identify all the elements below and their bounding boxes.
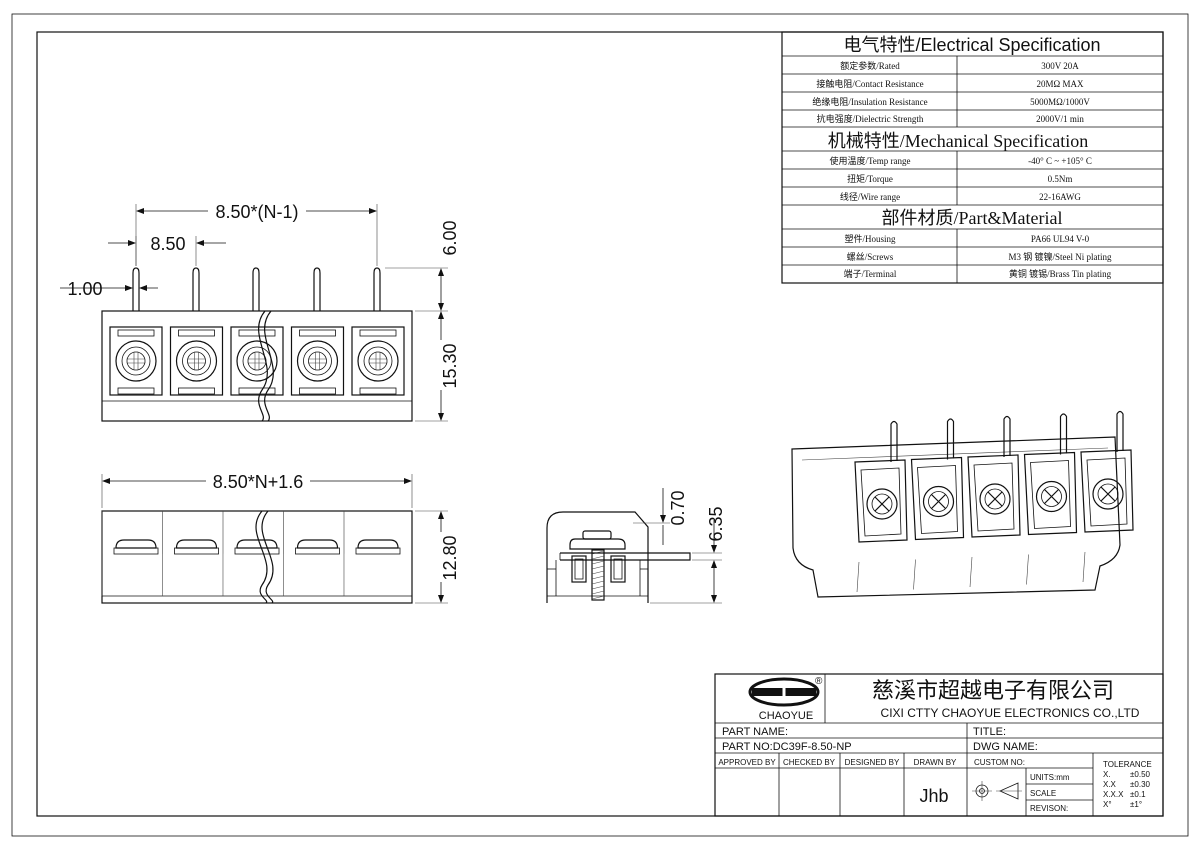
front-terminal-cell <box>351 326 405 396</box>
spec-value-insulation-resistance: 5000MΩ/1000V <box>1030 97 1090 107</box>
tolerance-value-2: ±0.1 <box>1130 790 1146 799</box>
tolerance-value-3: ±1° <box>1130 800 1142 809</box>
iso-screw-icon <box>1092 478 1124 510</box>
spec-value-contact-resistance: 20MΩ MAX <box>1037 79 1084 89</box>
dim-body-height: 15.30 <box>440 343 460 388</box>
units-label: UNITS:mm <box>1030 773 1070 782</box>
iso-screw-icon <box>866 488 898 520</box>
front-terminal-cell <box>230 326 284 396</box>
dim-pin-length: 6.00 <box>440 220 460 255</box>
custom-no-label: CUSTOM NO: <box>974 758 1025 767</box>
dim-overall-length: 8.50*N+1.6 <box>213 472 304 492</box>
bottom-terminal-cell <box>283 510 340 597</box>
scale-label: SCALE <box>1030 789 1056 798</box>
revision-label: REVISON: <box>1030 804 1068 813</box>
spec-label-housing: 塑件/Housing <box>844 233 896 244</box>
front-terminal-cell <box>109 326 163 396</box>
front-view: 8.50*(N-1) 8.50 1.00 6.00 15.30 <box>60 201 460 422</box>
dim-side-b: 6.35 <box>706 506 726 541</box>
tolerance-key-1: X.X <box>1103 780 1117 789</box>
iso-terminal-cell <box>854 420 908 593</box>
logo-registered-mark: ® <box>815 676 823 687</box>
dwg-name-label: DWG NAME: <box>973 741 1038 753</box>
spec-value-temp-range: -40° C ~ +105° C <box>1028 156 1092 166</box>
isometric-view <box>791 410 1134 598</box>
projection-symbol-icon <box>972 781 1022 801</box>
side-section-view: 0.70 6.35 <box>546 488 726 604</box>
approved-by-label: APPROVED BY <box>718 758 776 767</box>
tolerance-value-1: ±0.30 <box>1130 780 1151 789</box>
spec-label-terminal: 端子/Terminal <box>844 268 897 279</box>
electrical-spec-header: 电气特性/Electrical Specification <box>843 35 1100 55</box>
screw-icon <box>357 340 399 382</box>
screw-icon <box>115 340 157 382</box>
designed-by-label: DESIGNED BY <box>845 758 900 767</box>
spec-label-wire-range: 线径/Wire range <box>840 191 900 202</box>
logo-text: CHAOYUE <box>759 710 813 722</box>
spec-value-rated: 300V 20A <box>1041 61 1079 71</box>
iso-terminal-cell <box>910 418 965 590</box>
screw-icon <box>175 340 218 382</box>
company-name-en: CIXI CTTY CHAOYUE ELECTRONICS CO.,LTD <box>881 706 1140 720</box>
dim-side-a: 0.70 <box>668 490 688 525</box>
tolerance-value-0: ±0.50 <box>1130 770 1151 779</box>
company-logo: ® CHAOYUE <box>748 676 823 722</box>
spec-label-insulation-resistance: 绝缘电阻/Insulation Resistance <box>812 96 927 107</box>
spec-label-temp-range: 使用温度/Temp range <box>829 155 910 166</box>
iso-screw-icon <box>922 485 955 518</box>
material-spec-header: 部件材质/Part&Material <box>882 208 1063 228</box>
spec-value-screws: M3 钢 镀镍/Steel Ni plating <box>1009 251 1112 262</box>
part-name-label: PART NAME: <box>722 726 788 738</box>
title-block: ® CHAOYUE 慈溪市超越电子有限公司 CIXI CTTY CHAOYUE … <box>714 673 1164 817</box>
spec-value-terminal: 黄铜 镀锡/Brass Tin plating <box>1009 268 1112 279</box>
drawn-by-value: Jhb <box>919 786 948 806</box>
tolerance-key-2: X.X.X <box>1103 790 1124 799</box>
front-terminal-cell <box>169 326 224 396</box>
iso-terminal-cell <box>1023 413 1078 585</box>
spec-value-torque: 0.5Nm <box>1048 174 1073 184</box>
spec-label-dielectric-strength: 抗电强度/Dielectric Strength <box>817 113 924 124</box>
bottom-terminal-cell <box>162 510 219 597</box>
front-terminal-cell <box>290 326 345 396</box>
screw-icon <box>236 340 278 382</box>
dim-pitch: 8.50 <box>150 234 185 254</box>
company-name-cn: 慈溪市超越电子有限公司 <box>872 678 1114 703</box>
dim-body-depth: 12.80 <box>440 535 460 580</box>
dim-pin-width: 1.00 <box>67 279 102 299</box>
iso-screw-icon <box>1035 480 1068 513</box>
tolerance-title: TOLERANCE <box>1103 760 1152 769</box>
spec-value-dielectric-strength: 2000V/1 min <box>1036 114 1084 124</box>
iso-screw-icon <box>979 483 1011 515</box>
tolerance-key-3: X° <box>1103 800 1112 809</box>
spec-label-contact-resistance: 接触电阻/Contact Resistance <box>816 78 923 89</box>
outer-frame <box>11 13 1189 837</box>
spec-value-housing: PA66 UL94 V-0 <box>1031 234 1090 244</box>
bottom-terminal-cell <box>101 510 159 597</box>
bottom-terminal-cell <box>222 510 280 597</box>
spec-table: 电气特性/Electrical Specification 额定参数/Rated… <box>781 31 1164 284</box>
spec-label-rated: 额定参数/Rated <box>840 60 900 71</box>
drawn-by-label: DRAWN BY <box>914 758 957 767</box>
iso-terminal-cell <box>967 415 1021 588</box>
inner-frame <box>36 31 1164 817</box>
spec-value-wire-range: 22-16AWG <box>1039 192 1081 202</box>
dim-pitch-total: 8.50*(N-1) <box>215 202 298 222</box>
iso-terminal-cell <box>1080 410 1134 583</box>
checked-by-label: CHECKED BY <box>783 758 836 767</box>
spec-label-screws: 螺丝/Screws <box>847 251 894 262</box>
part-number: PART NO:DC39F-8.50-NP <box>722 741 852 753</box>
bottom-view: 8.50*N+1.6 12.80 <box>101 471 460 604</box>
title-label: TITLE: <box>973 726 1006 738</box>
spec-label-torque: 扭矩/Torque <box>847 173 893 184</box>
screw-icon <box>296 340 339 382</box>
tolerance-key-0: X. <box>1103 770 1111 779</box>
bottom-terminal-cell <box>343 510 401 597</box>
mechanical-spec-header: 机械特性/Mechanical Specification <box>828 131 1088 151</box>
